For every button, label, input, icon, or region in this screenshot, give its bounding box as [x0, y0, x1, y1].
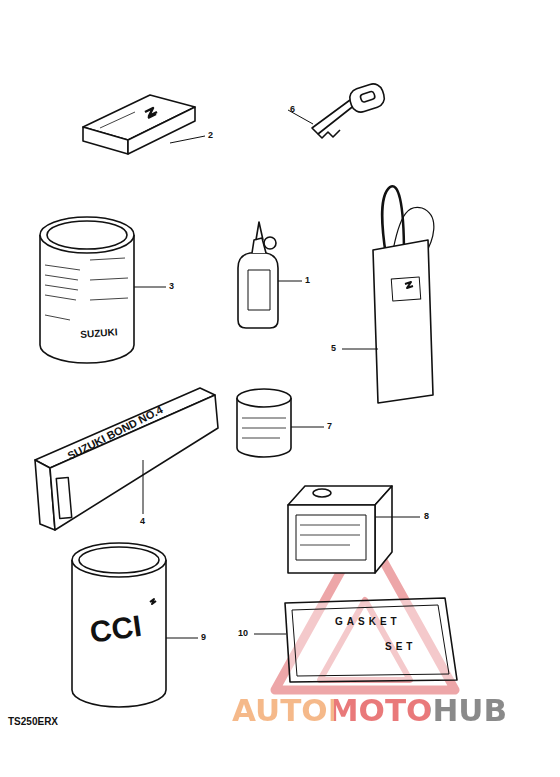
watermark: AUTOMOTOHUB [232, 695, 507, 726]
package-print: SET [385, 642, 416, 652]
diagram-code: TS250ERX [8, 717, 58, 727]
callout-number: 3 [169, 282, 174, 291]
callout-number: 5 [331, 344, 336, 353]
callout-number: 10 [238, 629, 248, 638]
callout-number: 9 [201, 633, 206, 642]
callout-number: 4 [140, 517, 145, 526]
callout-number: 1 [305, 276, 310, 285]
package-print: GASKET [335, 617, 401, 627]
callout-number: 8 [424, 512, 429, 521]
callout-number: 2 [208, 131, 213, 140]
callout-number: 6 [290, 105, 295, 114]
callout-number: 7 [327, 422, 332, 431]
can-print: CCI [88, 611, 143, 648]
